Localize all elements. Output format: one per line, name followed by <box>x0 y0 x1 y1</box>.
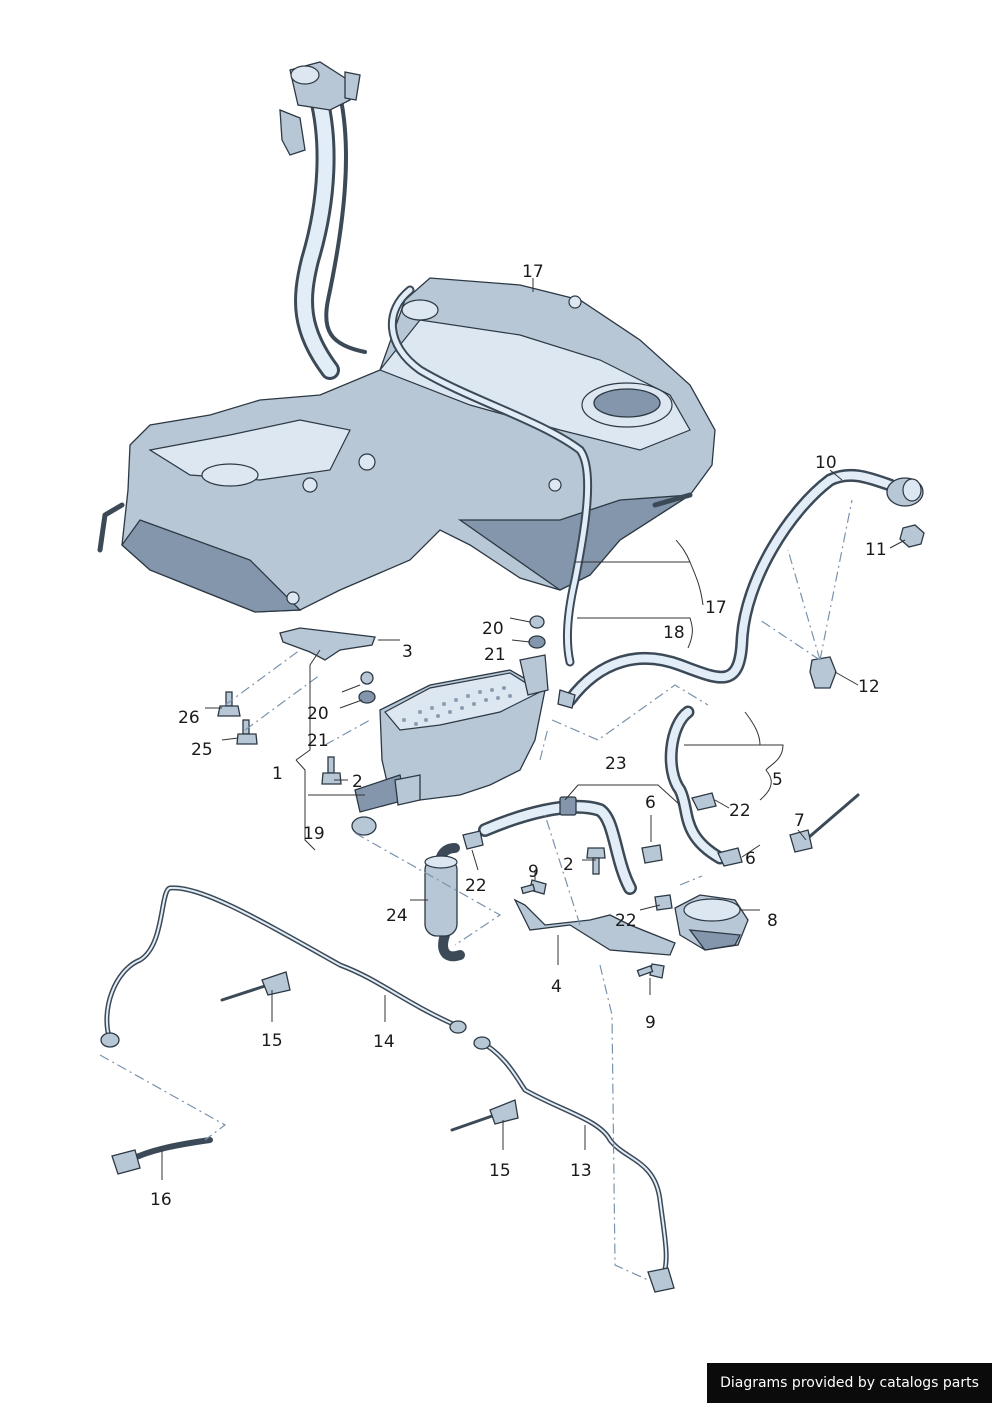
callout-6-top: 6 <box>645 793 656 813</box>
bolt-2-center <box>586 847 606 875</box>
hose-23 <box>478 796 637 895</box>
leader-lines <box>161 278 906 1180</box>
callout-17-top: 17 <box>522 262 544 282</box>
line-14 <box>100 885 467 1048</box>
callout-22-left: 22 <box>465 876 487 896</box>
callout-11: 11 <box>865 540 887 560</box>
fuel-tank <box>97 277 716 667</box>
callout-21-top: 21 <box>484 645 506 665</box>
callout-23: 23 <box>605 754 627 774</box>
hose-5 <box>664 705 727 865</box>
connector-19 <box>351 816 377 836</box>
callout-20-top: 20 <box>482 619 504 639</box>
grommet-20-top <box>529 615 545 629</box>
grommet-20-mid <box>360 671 374 685</box>
callout-25: 25 <box>191 740 213 760</box>
filler-neck <box>279 61 367 380</box>
bracket-4 <box>513 898 676 956</box>
clamp-22-right <box>691 792 717 811</box>
callout-3: 3 <box>402 642 413 662</box>
clip-12 <box>809 656 837 689</box>
footer-credit: Diagrams provided by catalogs parts <box>707 1363 992 1403</box>
callout-13: 13 <box>570 1161 592 1181</box>
clip-15-right <box>450 1099 519 1132</box>
callout-22-bottom: 22 <box>615 911 637 931</box>
line-13 <box>473 1036 675 1293</box>
clamp-6-mid <box>641 844 663 864</box>
callout-10: 10 <box>815 453 837 473</box>
callout-8: 8 <box>767 911 778 931</box>
callout-12: 12 <box>858 677 880 697</box>
clip-7 <box>789 793 860 853</box>
callout-2-center: 2 <box>563 855 574 875</box>
clip-15-left <box>220 971 291 1002</box>
clamp-22-mid <box>462 830 484 850</box>
callout-14: 14 <box>373 1032 395 1052</box>
callout-18: 18 <box>663 623 685 643</box>
nut-11 <box>899 524 925 548</box>
callout-17-right: 17 <box>705 598 727 618</box>
callout-4: 4 <box>551 977 562 997</box>
callout-6-bottom: 6 <box>745 849 756 869</box>
callout-20-mid: 20 <box>307 704 329 724</box>
callout-9-bottom: 9 <box>645 1013 656 1033</box>
bushing-21-mid <box>358 690 376 704</box>
valve-8 <box>674 894 749 951</box>
vent-hose-10 <box>557 468 924 709</box>
callout-5: 5 <box>772 770 783 790</box>
callout-2-left: 2 <box>352 772 363 792</box>
charcoal-canister <box>354 654 549 813</box>
connector-16 <box>111 1137 213 1175</box>
bolt-9-left <box>520 879 547 895</box>
callout-24: 24 <box>386 906 408 926</box>
filter-24 <box>424 843 465 962</box>
callout-16: 16 <box>150 1190 172 1210</box>
bolt-25 <box>236 719 258 745</box>
callout-9-top: 9 <box>528 862 539 882</box>
clamp-6-right <box>717 847 743 867</box>
bushing-21-top <box>528 635 546 649</box>
callout-22-right: 22 <box>729 801 751 821</box>
connection-lines <box>99 499 853 1281</box>
bolt-9-right <box>636 963 665 979</box>
bolt-2-left <box>321 756 342 785</box>
callout-26: 26 <box>178 708 200 728</box>
callout-1: 1 <box>272 764 283 784</box>
bracket-3 <box>279 627 376 661</box>
clamp-22-low <box>654 894 673 911</box>
callout-19: 19 <box>303 824 325 844</box>
callout-7: 7 <box>794 811 805 831</box>
callout-15-right: 15 <box>489 1161 511 1181</box>
callout-21-mid: 21 <box>307 731 329 751</box>
footer-text: Diagrams provided by catalogs parts <box>720 1375 979 1391</box>
callout-15-left: 15 <box>261 1031 283 1051</box>
callouts: 17 10 11 17 18 20 3 21 12 26 20 21 25 23… <box>150 262 887 1210</box>
bolt-26 <box>217 691 241 717</box>
